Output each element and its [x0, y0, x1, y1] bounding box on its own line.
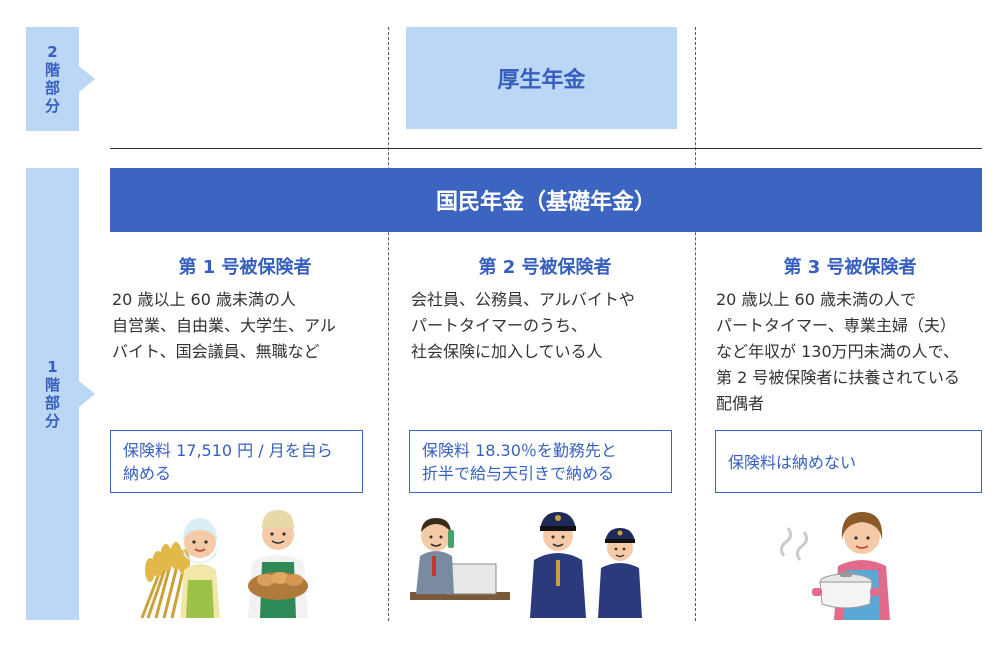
column-2-description: 会社員、公務員、アルバイトや パートタイマーのうち、 社会保険に加入している人	[411, 287, 635, 365]
column-2-description-line: 社会保険に加入している人	[411, 342, 603, 361]
column-2-fee-line: 折半で給与天引きで納める	[422, 464, 615, 483]
column-1-title: 第 1 号被保険者	[178, 257, 312, 278]
column-2-fee-line: 保険料 18.30％を勤務先と	[422, 441, 617, 460]
tier-separator-line	[110, 148, 982, 149]
column-1-description-line: バイト、国会議員、無職など	[112, 342, 320, 361]
column-3-description: 20 歳以上 60 歳未満の人で パートタイマー、専業主婦（夫） など年収が 1…	[716, 287, 960, 417]
kokumin-nenkin-bar: 国民年金（基礎年金）	[110, 168, 982, 232]
column-1-fee-line: 納める	[123, 464, 172, 483]
column-3-description-line: パートタイマー、専業主婦（夫）	[716, 316, 956, 335]
column-3-description-line: 第 2 号被保険者に扶養されている	[716, 368, 960, 387]
kosei-nenkin-box: 厚生年金	[406, 27, 677, 129]
column-2-description-line: 会社員、公務員、アルバイトや	[411, 290, 635, 309]
tier-label-upper-text: 2階部分	[44, 43, 60, 115]
column-1-description-line: 自営業、自由業、大学生、アル	[112, 316, 336, 335]
homemaker-with-pot-icon	[779, 512, 890, 620]
column-2-description-line: パートタイマーのうち、	[411, 316, 588, 335]
column-divider-1	[388, 27, 389, 621]
column-1-description: 20 歳以上 60 歳未満の人 自営業、自由業、大学生、アル バイト、国会議員、…	[112, 287, 336, 365]
column-1-description-line: 20 歳以上 60 歳未満の人	[112, 290, 296, 309]
column-3-fee-box: 保険料は納めない	[715, 430, 982, 493]
column-3-description-line: 配偶者	[716, 394, 765, 413]
column-divider-2	[695, 27, 696, 621]
tier-label-lower: 1階部分	[26, 168, 95, 620]
farmer-and-baker-icon	[140, 510, 308, 619]
column-1-fee-line: 保険料 17,510 円 / 月を自ら	[123, 441, 333, 460]
column-3-title: 第 3 号被保険者	[783, 257, 917, 278]
column-2-title: 第 2 号被保険者	[478, 257, 612, 278]
column-2-fee-box: 保険料 18.30％を勤務先と 折半で給与天引きで納める	[409, 430, 672, 493]
tier-label-upper: 2階部分	[26, 27, 95, 131]
column-3-description-line: など年収が 130万円未満の人で、	[716, 342, 959, 361]
column-3-fee-line: 保険料は納めない	[728, 453, 857, 472]
column-3-description-line: 20 歳以上 60 歳未満の人で	[716, 290, 916, 309]
tier-label-lower-text: 1階部分	[44, 358, 60, 430]
column-1-fee-box: 保険料 17,510 円 / 月を自ら 納める	[110, 430, 363, 493]
office-worker-and-police-icon	[410, 512, 642, 618]
